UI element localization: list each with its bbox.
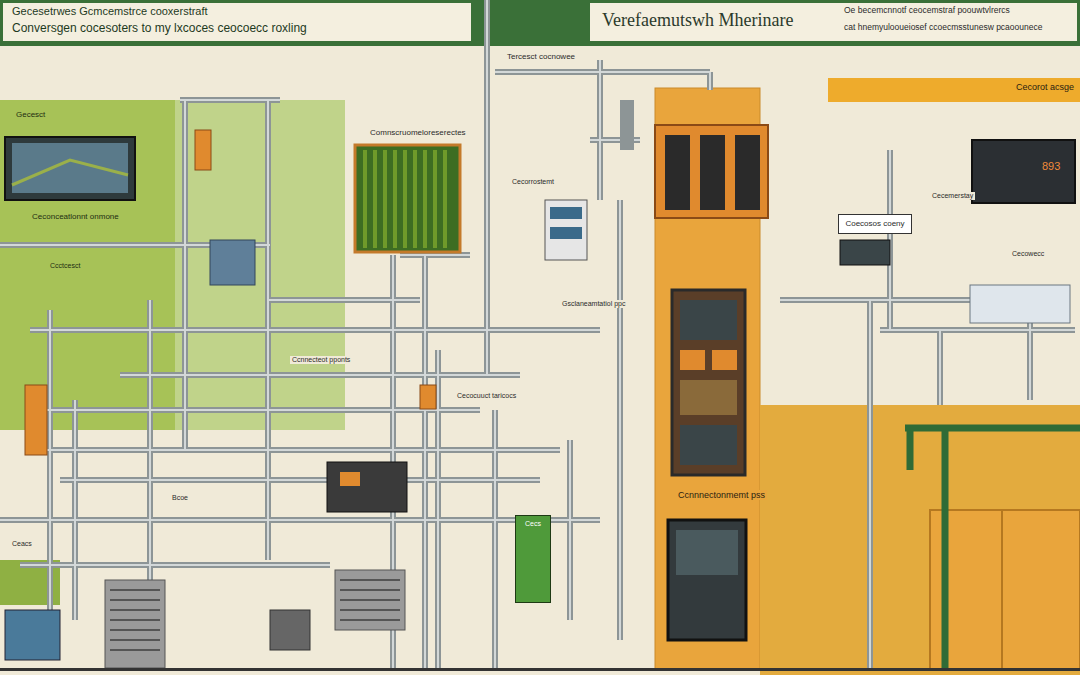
part-label: Cecorrostemt [510, 178, 556, 186]
part-label: Cecocuuct taricocs [455, 392, 518, 400]
part-label: Ccnnecteot pponts [290, 356, 352, 364]
node-text: Cecs [522, 520, 544, 528]
part-label: Comnscruomeloreserectes [368, 128, 468, 137]
part-label: Ccctcesct [48, 262, 82, 270]
part-label: Gsclaneamtatiol ppc [560, 300, 627, 308]
part-label: Tercesct cocnowee [505, 52, 577, 61]
part-label: 893 [1040, 160, 1062, 173]
part-label: Gecesetrwes Gcmcemstrce cooxerstraft [10, 5, 210, 18]
node-text: Coecosos coeny [845, 219, 905, 228]
equipment-tag: Coecosos coeny [838, 214, 912, 234]
part-label: cat hnemyulooueiosef ccoecmsstunesw pcao… [842, 23, 1044, 33]
part-label: Cecowecc [1010, 250, 1046, 258]
part-label: Ceconceatlonnt onmone [30, 212, 121, 221]
part-label: Conversgen cocesoters to my lxcoces ceoc… [10, 22, 309, 36]
control-panel: Cecs [515, 515, 551, 603]
part-label: Bcoe [170, 494, 190, 502]
diagram-title: Verefaemutswh Mherinare [600, 10, 795, 31]
part-label: Ceacs [10, 540, 34, 548]
header-bar: Cecorot acsge [828, 78, 1080, 102]
part-label: Oe becemcnnotf ceocemstraf poouwtvlrercs [842, 6, 1012, 16]
part-label: Cecemerstay [930, 192, 975, 200]
node-text: Cecorot acsge [834, 82, 1074, 92]
part-label: Gecesct [14, 110, 47, 119]
part-label: Ccnnnectonmemt pss [676, 490, 767, 500]
